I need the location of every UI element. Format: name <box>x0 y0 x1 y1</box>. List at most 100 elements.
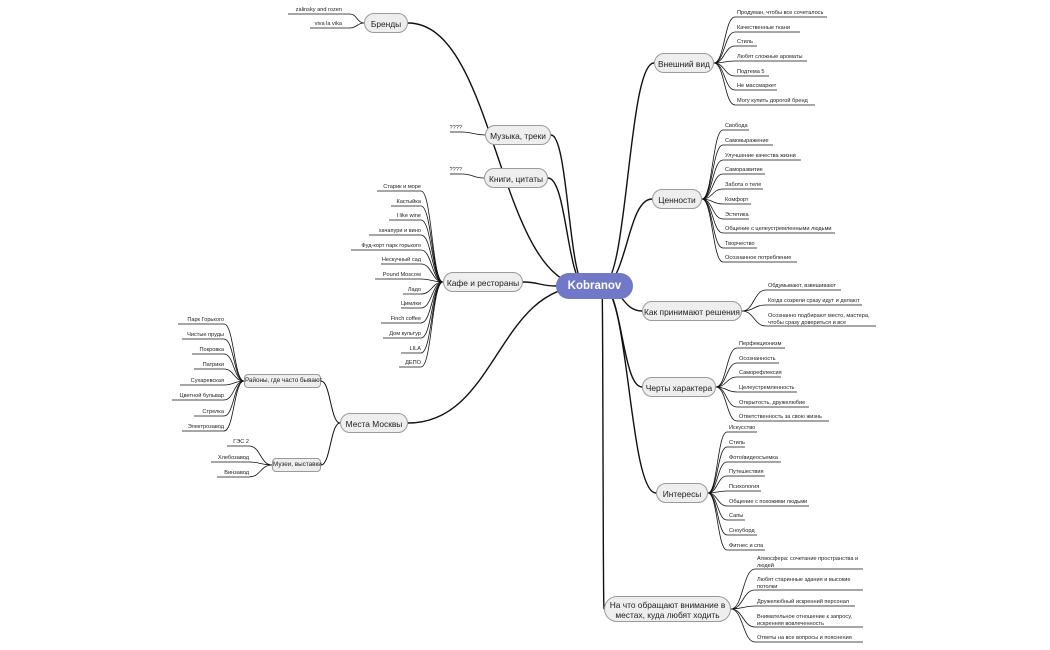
leaf-cafe-8: Ладо <box>407 287 421 293</box>
leaf-cafe-7: Pound Moscow <box>382 272 421 278</box>
leaf-edge-l3-10 <box>420 281 444 339</box>
leaf-values-8: Общение с целеустремленными людьми <box>725 226 832 232</box>
root-node[interactable]: Kobranov <box>556 273 633 299</box>
leaf-edge-l4-0 <box>223 323 245 382</box>
leaf-traits-4: Целеустремленность <box>739 385 795 391</box>
leaf-edge-r1-1 <box>701 144 724 200</box>
leaf-edge-r3-0 <box>715 347 738 388</box>
leaf-traits-3: Саморефлексия <box>739 370 782 376</box>
leaf-edge-r1-9 <box>701 198 724 263</box>
leaf-edge-r4-6 <box>707 492 728 521</box>
branch-values[interactable]: Ценности <box>652 189 702 209</box>
leaf-edge-r2-2 <box>741 310 767 327</box>
branch-traits[interactable]: Черты характера <box>642 377 716 397</box>
leaf-places-5: Ответы на все вопросы и пояснения <box>757 635 852 641</box>
leaf-interests-6: Общение с похожими людьми <box>729 499 808 505</box>
branch-interests[interactable]: Интересы <box>656 483 708 503</box>
leaf-museum-3: Винзавод <box>224 470 249 476</box>
leaf-books-1: ???? <box>449 167 462 173</box>
leaf-edge-r3-2 <box>715 376 738 388</box>
leaf-interests-2: Стиль <box>729 440 745 446</box>
leaf-edge-r1-2 <box>701 159 724 200</box>
leaf-edge-r4-0 <box>707 431 728 494</box>
leaf-cafe-12: LILA <box>409 346 421 352</box>
leaf-edge-l3-12 <box>420 281 444 368</box>
leaf-edge-l3-4 <box>420 249 444 283</box>
leaf-interests-5: Психология <box>729 484 760 490</box>
subbranch-districts[interactable]: Районы, где часто бывают <box>244 374 322 388</box>
leaf-museum-1: ГЭС 2 <box>233 439 249 445</box>
leaf-edge-r1-4 <box>701 188 724 200</box>
leaf-district-2: Чистые пруды <box>187 332 224 338</box>
leaf-interests-3: Фото/видеосъемка <box>729 455 778 461</box>
branch-decisions[interactable]: Как принимают решения <box>642 301 742 321</box>
leaf-values-5: Забота о теле <box>725 182 762 188</box>
leaf-values-6: Комфорт <box>725 197 749 203</box>
leaf-district-8: Электрозавод <box>187 424 224 430</box>
leaf-edge-r5-3 <box>730 608 756 628</box>
leaf-appearance-4: Любят сложные ароматы <box>737 54 803 60</box>
branch-cafes[interactable]: Кафе и рестораны <box>443 272 523 292</box>
leaf-places-1: Атмосфера: сочетание пространства и люде… <box>757 556 859 569</box>
leaf-cafe-13: ДЕПО <box>405 360 421 366</box>
leaf-places-4: Внимательное отношение к запросу, искрен… <box>757 614 852 627</box>
leaf-places-2: Любят старинные здания и высокие потолки <box>757 577 851 590</box>
leaf-edge-r4-1 <box>707 446 728 494</box>
leaf-cafe-10: Finch coffee <box>390 316 421 322</box>
branch-places[interactable]: На что обращают внимание в местах, куда … <box>604 596 731 622</box>
leaf-edge-l3-11 <box>420 281 444 354</box>
branch-brands[interactable]: Бренды <box>364 13 408 33</box>
branch-books[interactable]: Книги, цитаты <box>484 168 548 188</box>
leaf-brands-2: viva la vika <box>314 21 342 27</box>
leaf-traits-5: Открытость, дружелюбие <box>739 400 806 406</box>
branch-music[interactable]: Музыка, треки <box>485 125 551 145</box>
leaf-interests-8: Сноуборд <box>729 528 755 534</box>
leaf-edge-l4-3 <box>223 368 245 382</box>
leaf-edge-r1-3 <box>701 173 724 200</box>
leaf-district-3: Покровка <box>199 347 224 353</box>
branch-appearance[interactable]: Внешний вид <box>654 53 714 73</box>
branch-moscow-places[interactable]: Места Москвы <box>340 413 408 433</box>
leaf-edge-r0-5 <box>713 62 736 91</box>
leaf-edge-r3-5 <box>715 386 738 422</box>
leaf-music-1: ???? <box>449 125 462 131</box>
leaf-traits-2: Осознанность <box>739 356 776 362</box>
leaf-edge-r5-2 <box>730 605 756 610</box>
leaf-appearance-6: Не массмаркет <box>737 83 777 89</box>
leaf-values-10: Осознанное потребление <box>725 255 792 261</box>
sub-edge-districts <box>320 380 341 424</box>
leaf-interests-9: Фитнес и спа <box>729 543 764 549</box>
leaf-values-3: Улучшение качества жизни <box>725 153 796 159</box>
leaf-values-4: Саморазвитие <box>725 167 763 173</box>
leaf-cafe-9: Цимлки <box>401 301 421 307</box>
leaf-district-1: Парк Горького <box>187 317 224 323</box>
main-edge-10 <box>407 285 587 424</box>
leaf-edge-r4-8 <box>707 492 728 551</box>
leaf-edge-l4-1 <box>223 338 245 382</box>
main-edge-7 <box>550 134 587 287</box>
leaf-edge-r2-1 <box>741 304 767 312</box>
leaf-values-1: Свобода <box>725 123 748 129</box>
leaf-appearance-1: Продуман, чтобы все сочеталось <box>737 10 824 16</box>
leaf-traits-6: Ответственность за свою жизнь <box>739 414 822 420</box>
subbranch-museums[interactable]: Музеи, выставки <box>272 458 322 472</box>
leaf-edge-r0-2 <box>713 45 736 64</box>
sub-edge-museums <box>320 422 341 466</box>
leaf-edge-l4-6 <box>223 380 245 417</box>
leaf-interests-7: Сапы <box>729 513 744 519</box>
leaf-cafe-5: Фуд-корт парк горького <box>361 243 421 249</box>
leaf-edge-r0-6 <box>713 62 736 106</box>
leaf-edge-l5-0 <box>248 445 273 466</box>
leaf-edge-r1-0 <box>701 129 724 200</box>
leaf-brands-1: zalinsky and rozen <box>295 7 342 13</box>
leaf-edge-l0-0 <box>349 13 365 24</box>
leaf-museum-2: Хлебозавод <box>217 455 249 461</box>
main-edge-9 <box>522 281 557 287</box>
main-edge-0 <box>601 62 655 287</box>
leaf-edge-l5-2 <box>248 464 273 478</box>
leaf-edge-l3-8 <box>420 281 444 309</box>
leaf-district-7: Стрелка <box>202 409 224 415</box>
leaf-edge-r4-3 <box>707 475 728 494</box>
